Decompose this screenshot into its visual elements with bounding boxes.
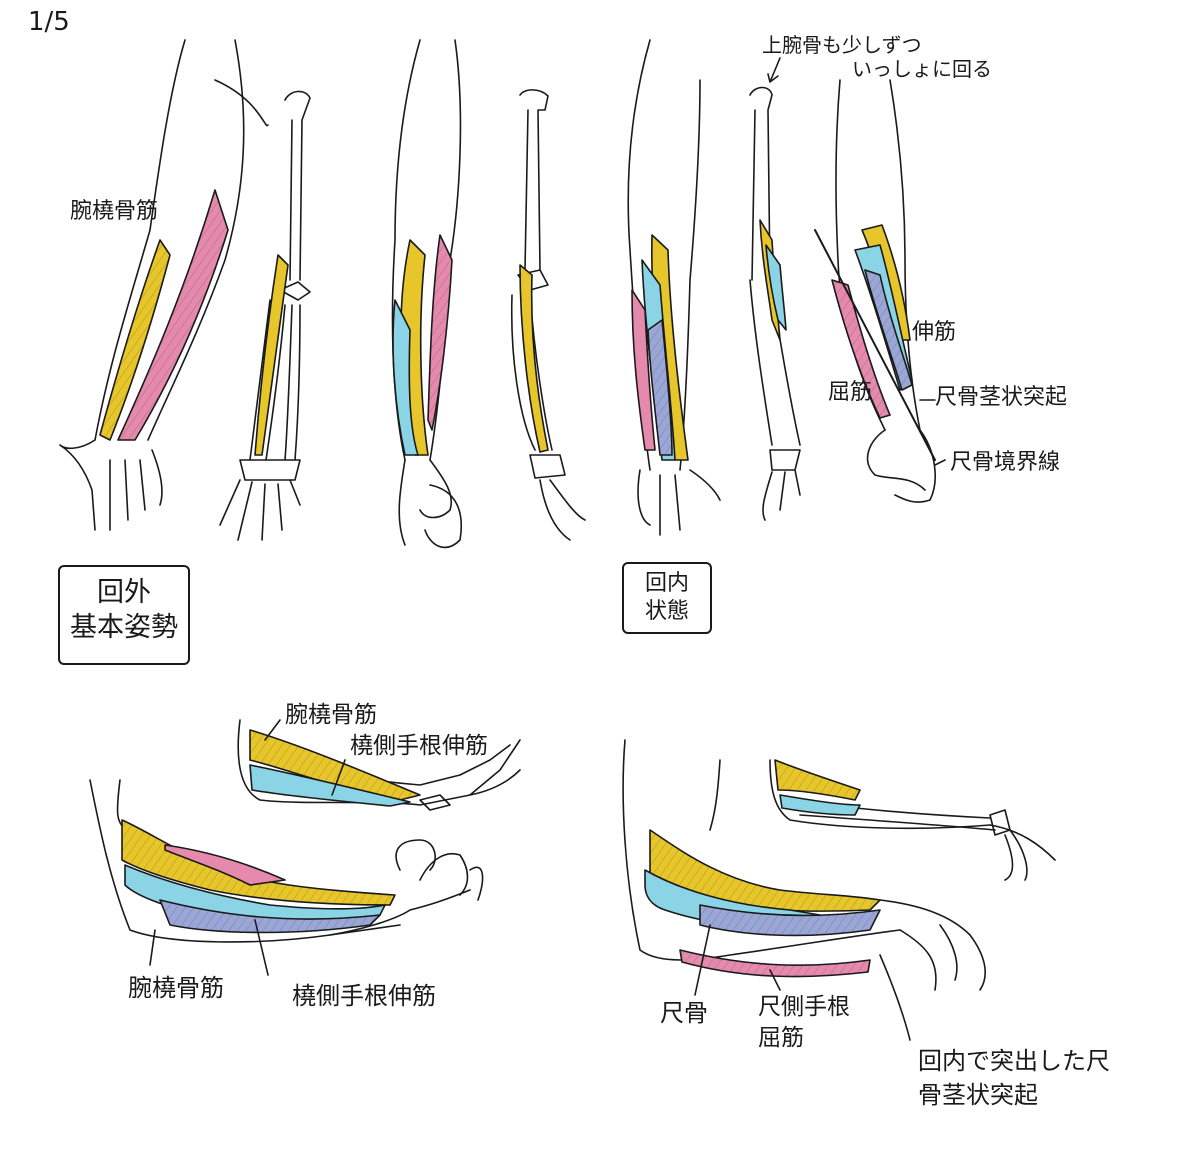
label-brachioradialis-top: 腕橈骨筋 xyxy=(70,199,159,224)
arm-side-muscles xyxy=(89,779,484,943)
supination-subtitle: 基本姿勢 xyxy=(70,612,178,644)
label-ulna-border: 尺骨境界線 xyxy=(950,450,1061,475)
page-number: 1/5 xyxy=(28,7,70,37)
label-extensor: 伸筋 xyxy=(912,320,957,345)
arm-neutral-skeleton xyxy=(510,89,586,541)
label-flexor: 屈筋 xyxy=(828,380,873,405)
label-lower-ecr-bottom: 橈側手根伸筋 xyxy=(292,982,436,1010)
supination-box: 回外 基本姿勢 xyxy=(58,565,190,665)
label-protruding-styloid: 回内で突出した尺骨茎状突起 xyxy=(918,1047,1110,1109)
pronation-title: 回内 xyxy=(644,571,689,596)
supination-title: 回外 xyxy=(97,577,151,608)
label-lower-brachioradialis-top: 腕橈骨筋 xyxy=(285,702,377,728)
pronation-subtitle: 状態 xyxy=(644,598,689,624)
label-ulna-styloid: 尺骨茎状突起 xyxy=(935,385,1068,410)
label-fcu: 尺側手根屈筋 xyxy=(758,994,850,1052)
label-lower-brachioradialis-bottom: 腕橈骨筋 xyxy=(128,974,224,1002)
pronation-box: 回内 状態 xyxy=(622,562,712,634)
label-lower-ecr-top: 橈側手根伸筋 xyxy=(350,733,488,759)
label-ulna: 尺骨 xyxy=(660,999,708,1027)
arm-supinated-front xyxy=(59,39,269,531)
arm-pronated-side-skeleton xyxy=(769,759,1056,881)
label-rotates-together: いっしょに回る xyxy=(852,57,992,81)
arm-pronated-side-muscles xyxy=(622,739,986,991)
label-humerus-rotates: 上腕骨も少しずつ xyxy=(762,33,922,57)
arm-supinated-skeleton xyxy=(219,90,311,541)
